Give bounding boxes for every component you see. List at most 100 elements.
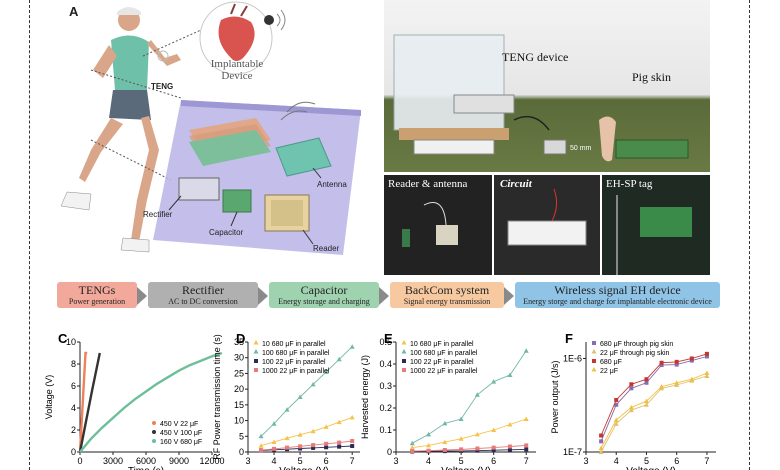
chart-e-panel-label: E [384, 331, 393, 346]
series-line [260, 445, 353, 451]
data-point [324, 445, 329, 450]
series-line [600, 353, 708, 436]
series-line [78, 351, 88, 453]
legend-label: 100 22 μF in parallel [262, 359, 326, 366]
data-point [674, 359, 679, 364]
series-line [600, 372, 708, 449]
data-point [674, 380, 680, 385]
legend-label: 100 22 μF in parallel [410, 359, 474, 366]
x-axis-label: Time (s) [128, 466, 164, 470]
y-tick-label: 35 [234, 337, 244, 347]
legend-label: 450 V 100 μF [160, 430, 202, 437]
data-point [659, 363, 664, 368]
eh-sp-tag-label: EH-SP tag [606, 178, 653, 190]
series-line [79, 351, 223, 453]
data-point [442, 439, 448, 445]
chart-f-panel-label: F [565, 331, 573, 346]
flow-arrow-2 [258, 287, 268, 305]
data-point [410, 449, 415, 454]
x-tick-label: 5 [298, 456, 303, 466]
implant-bubble [199, 1, 286, 75]
data-point [613, 417, 619, 422]
series-line [260, 440, 353, 451]
data-point [410, 449, 415, 454]
x-axis-label: Voltage (V) [279, 466, 328, 470]
tag-photo: EH-SP tag [602, 175, 710, 275]
y-tick-label: 0.1 [379, 425, 392, 435]
data-point [689, 358, 694, 363]
data-point [599, 433, 604, 438]
flow-wireless-box: Wireless signal EH device Energy storge … [515, 282, 720, 308]
data-point [459, 448, 464, 453]
data-point [337, 444, 342, 449]
data-point [271, 439, 277, 444]
data-point [643, 402, 649, 407]
legend-label: 680 μF [600, 359, 622, 366]
x-tick-label: 12000 [199, 456, 224, 466]
teng-setup-drawing [393, 34, 689, 162]
data-point [323, 369, 329, 374]
flow-rectifier-title: Rectifier [182, 283, 224, 297]
legend-marker [401, 340, 407, 345]
x-tick-label: 3 [245, 456, 250, 466]
flow-arrow-3 [379, 287, 389, 305]
y-tick-label: 4 [71, 403, 76, 413]
data-point [426, 442, 432, 448]
data-point [689, 378, 695, 383]
y-tick-label: 20 [234, 384, 244, 394]
data-point [310, 381, 316, 387]
data-point [272, 447, 277, 452]
capacitor-label: Capacitor [209, 228, 244, 237]
data-point [336, 356, 342, 362]
data-point [689, 356, 694, 361]
data-point [426, 431, 432, 437]
data-point [628, 407, 634, 413]
y-tick-label: 10 [234, 416, 244, 426]
legend-label: 1000 22 μF in parallel [410, 368, 478, 375]
legend-marker [253, 340, 259, 345]
series-line [412, 448, 527, 453]
circuit-label: Circuit [500, 178, 532, 190]
data-point [323, 424, 329, 429]
data-point [614, 402, 619, 407]
legend-marker [592, 359, 596, 363]
flow-arrow-1 [137, 287, 147, 305]
data-point [491, 427, 497, 432]
x-tick-label: 3000 [103, 456, 123, 466]
data-point [475, 446, 480, 451]
panel-a-label: A [69, 4, 79, 19]
series-line [260, 346, 353, 437]
legend-label: 100 680 μF in parallel [262, 350, 330, 357]
data-point [284, 435, 290, 441]
legend-label: 160 V 680 μF [160, 439, 202, 446]
flow-backcom-box: BackCom system Signal energy transmissio… [390, 282, 504, 308]
legend-label: 450 V 22 μF [160, 421, 198, 428]
legend-marker [591, 367, 597, 372]
legend-marker [253, 349, 259, 354]
x-tick-label: 4 [614, 456, 619, 466]
legend-marker [402, 359, 406, 363]
data-point [311, 443, 316, 448]
legend-marker [401, 349, 407, 354]
x-axis-label: Voltage (V) [626, 466, 675, 470]
data-point [507, 447, 512, 452]
circuit-board [153, 100, 361, 255]
flow-wireless-sub: Energy storge and charge for implantable… [523, 297, 712, 306]
x-tick-label: 0 [77, 456, 82, 466]
y-tick-label: 1E-6 [563, 353, 582, 363]
data-point [628, 404, 634, 410]
data-point [491, 445, 496, 450]
series-line [78, 352, 101, 453]
x-axis-label: Voltage (V) [441, 466, 490, 470]
legend-marker [254, 359, 258, 363]
legend-label: 10 680 μF in parallel [262, 341, 326, 348]
data-point [491, 448, 496, 453]
y-tick-label: 0 [71, 447, 76, 457]
x-tick-label: 7 [704, 456, 709, 466]
data-point [297, 432, 303, 437]
legend-marker [152, 430, 156, 434]
left-frame-border [29, 0, 30, 470]
series-line [412, 350, 527, 444]
data-point [458, 416, 464, 421]
data-point [298, 444, 303, 449]
